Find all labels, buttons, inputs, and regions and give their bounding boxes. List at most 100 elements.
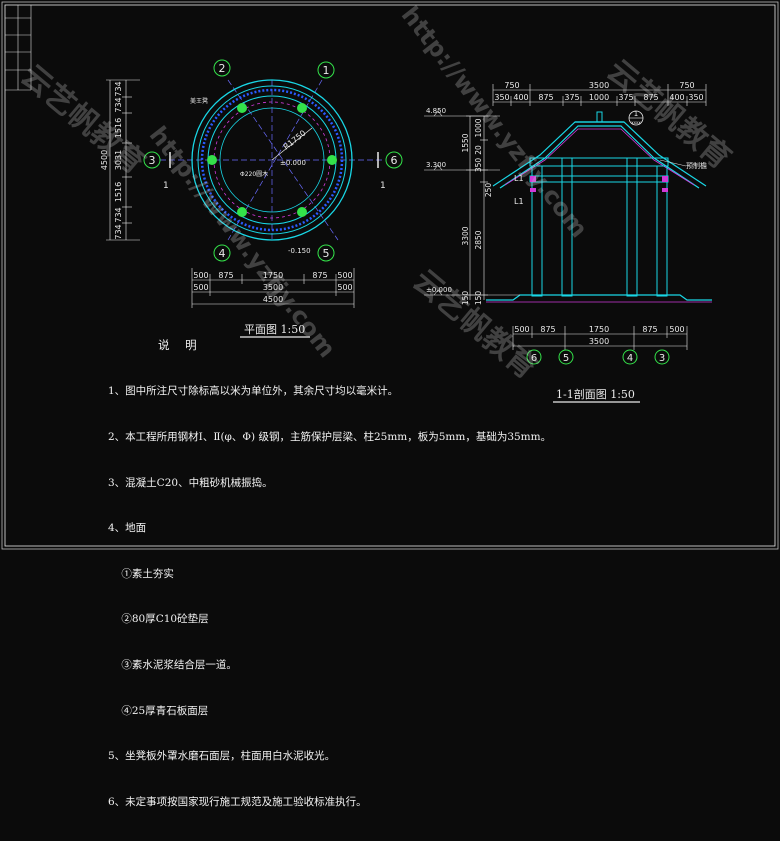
plan-axis-6: 6 [391,154,398,167]
plan-left-dim-3: 1516 [114,118,123,138]
section-axis-4: 4 [627,353,633,364]
plan-axis-4: 4 [219,247,226,260]
plan-elevation-label: ±0.000 [280,159,306,167]
pipe-label: Φ220圆木 [240,170,268,178]
plan-left-dim-4: 3031 [114,150,123,170]
note-line-3: 3、混凝土C20、中粗砂机械振捣。 [108,476,273,489]
plan-inner-circle [219,107,325,213]
section-bottom-dim-1: 500 [514,325,529,334]
beam-label: 美王凳 [190,97,208,105]
plan-left-dim-2: 734 [114,97,123,112]
section-axis-5: 5 [563,353,569,364]
level-4850: 4.850 [426,107,446,115]
section-bottom-dim-2: 875 [540,325,555,334]
plan-bottom-dim-r1-1: 500 [193,271,208,280]
section-bottom-dim-4: 875 [642,325,657,334]
roof-finial [596,111,603,123]
section-top-dim-r2-1: 350 [494,93,509,102]
plan-title: 平面图 1:50 [244,323,305,336]
note-line-4: 4、地面 [108,522,147,535]
section-roof [492,121,707,189]
section-top-dim-r2-7: 875 [643,93,658,102]
plan-columns [207,103,337,217]
drawing-sheet: R1750 ±0.000 Φ220圆木 美王凳 -0.150 1 2 3 4 5… [1,1,779,550]
note-line-7: ③素水泥浆结合层一道。 [108,659,237,672]
plan-left-dim-5: 1516 [114,182,123,202]
plan-bottom-dim-r1-5: 500 [337,271,352,280]
label-l1-upper: L1 [514,174,524,183]
section-axis-3: 3 [659,353,665,364]
section-beams [529,157,669,183]
section-levels [424,110,520,296]
note-line-2: 2、本工程所用钢材Ⅰ、Ⅱ(φ、Φ) 级钢，主筋保护层梁、柱25mm，板为5mm，… [108,431,552,444]
plan-left-dim-7: 734 [114,224,123,239]
plan-outer-circle [191,79,353,241]
left-title-strip [5,5,32,91]
label-l1-lower: L1 [514,197,524,206]
section-title: 1-1剖面图 1:50 [556,387,635,401]
section-bracket-marks [530,176,668,192]
note-line-1: 1、图中所注尺寸除标高以米为单位外，其余尺寸均以毫米计。 [108,385,399,398]
section-axis-markers [526,349,670,365]
plan-left-dim-1: 734 [114,81,123,96]
section-top-dim-r1-3: 750 [679,81,694,90]
section-columns [531,157,668,297]
beam-note: 预制檐 [686,161,707,170]
section-vertical-dimension [466,115,488,300]
plan-axis-2: 2 [219,62,226,75]
level-0000: ±0.000 [426,286,452,294]
plan-hatch-ring [200,88,344,232]
section-vdim-1550: 1550 [461,133,470,152]
sheet-inner-border [4,4,776,547]
section-top-dim-r2-9: 350 [688,93,703,102]
plan-left-dim-total: 4500 [100,150,109,170]
radius-label: R1750 [282,129,308,152]
notes-lines: 1、图中所注尺寸除标高以米为单位外，其余尺寸均以毫米计。 2、本工程所用钢材Ⅰ、… [108,354,551,841]
plan-bottom-dim-total: 4500 [263,295,283,304]
section-vdim-2850: 2850 [474,230,483,249]
plan-axis-1: 1 [323,64,330,77]
plan-axis-markers [143,59,403,262]
section-roof-hatch [504,128,695,186]
section-top-dim-r1-1: 750 [504,81,519,90]
section-top-dim-r2-8: 400 [669,93,684,102]
plan-outer-circle-2 [197,85,347,235]
plan-left-dim-6: 734 [114,207,123,222]
section-bottom-dim-total: 3500 [589,337,609,346]
section-top-dim-r2-5: 1000 [589,93,609,102]
section-vdim-350: 350 [474,158,483,173]
note-line-5: ①素土夯实 [108,567,174,580]
note-line-9: 5、坐凳板外罩水磨石面层，柱面用白水泥收光。 [108,750,336,763]
section-ground [486,294,712,303]
section-vdim-20: 20 [474,145,483,155]
section-view: 750 3500 750 350 400 875 375 1000 375 87… [424,81,712,403]
level-3300: 3.300 [426,161,446,169]
section-vdim-250: 250 [484,183,493,198]
section-mark-left: 1 [163,181,169,191]
section-top-dim-r2-3: 875 [538,93,553,102]
note-line-10: 6、未定事项按国家现行施工规范及施工验收标准执行。 [108,795,367,808]
plan-bottom-dimension [191,268,355,308]
section-vdim-1000: 1000 [474,118,483,137]
note-line-6: ②80厚C10砼垫层 [108,613,209,626]
note-line-8: ④25厚青石板面层 [108,704,209,717]
roof-callout-number: 1 [634,110,638,118]
section-bottom-dim-5: 500 [669,325,684,334]
plan-bottom-dim-r2-1: 500 [193,283,208,292]
section-top-dimension [492,84,707,106]
plan-bottom-dim-r1-2: 875 [218,271,233,280]
section-top-dim-r2-2: 400 [513,93,528,102]
section-axis-6: 6 [531,353,537,364]
section-top-dim-r2-6: 375 [618,93,633,102]
section-vdim-150a: 150 [461,291,470,306]
plan-elevation-low: -0.150 [288,247,311,255]
notes-heading: 说 明 [158,338,203,352]
plan-bottom-dim-r2-2: 3500 [263,283,283,292]
radius-leader [271,127,313,161]
beam-note-leader [659,159,687,167]
plan-axis-5: 5 [323,247,330,260]
section-bottom-dim-3: 1750 [589,325,609,334]
section-bottom-dimension [512,326,688,350]
section-vdim-3300: 3300 [461,226,470,245]
section-top-dim-r2-4: 375 [564,93,579,102]
